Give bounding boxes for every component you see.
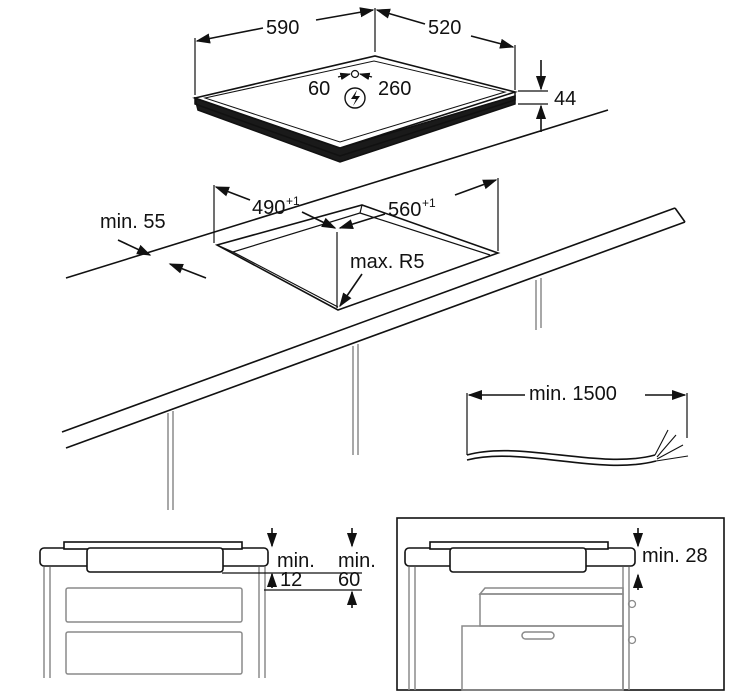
hob-depth-label: 520 (428, 17, 461, 39)
section-a-drawing: min. 12 min. 60 (39, 528, 376, 678)
cable-drawing: min. 1500 (466, 383, 689, 467)
cutout-width-tolerance: +1 (286, 194, 300, 208)
cutout-width-label: 490 (252, 197, 285, 219)
lightning-icon (344, 87, 366, 109)
hob-drawing: 60 260 590 520 44 (192, 7, 576, 163)
worktop-drawing: 490 +1 560 +1 max. R5 min. 55 (61, 109, 686, 510)
cutout-depth-tolerance: +1 (422, 196, 436, 210)
corner-radius-label: max. R5 (350, 251, 424, 273)
section-b-drawing: min. 28 (396, 517, 725, 691)
min-edge-distance-label: min. 55 (100, 211, 166, 233)
hob-offset-x-label: 60 (308, 78, 330, 100)
cable-length-label: min. 1500 (529, 383, 617, 405)
hob-width-label: 590 (266, 17, 299, 39)
section-a-depth-value: 60 (338, 569, 360, 591)
hob-offset-y-label: 260 (378, 78, 411, 100)
cutout-depth-label: 560 (388, 199, 421, 221)
section-a-depth-min: min. (338, 550, 376, 572)
section-b-gap-label: min. 28 (642, 545, 708, 567)
connection-point (350, 69, 360, 79)
section-a-gap-value: 12 (280, 569, 302, 591)
hob-height-label: 44 (554, 88, 576, 110)
section-a-gap-min: min. (277, 550, 315, 572)
